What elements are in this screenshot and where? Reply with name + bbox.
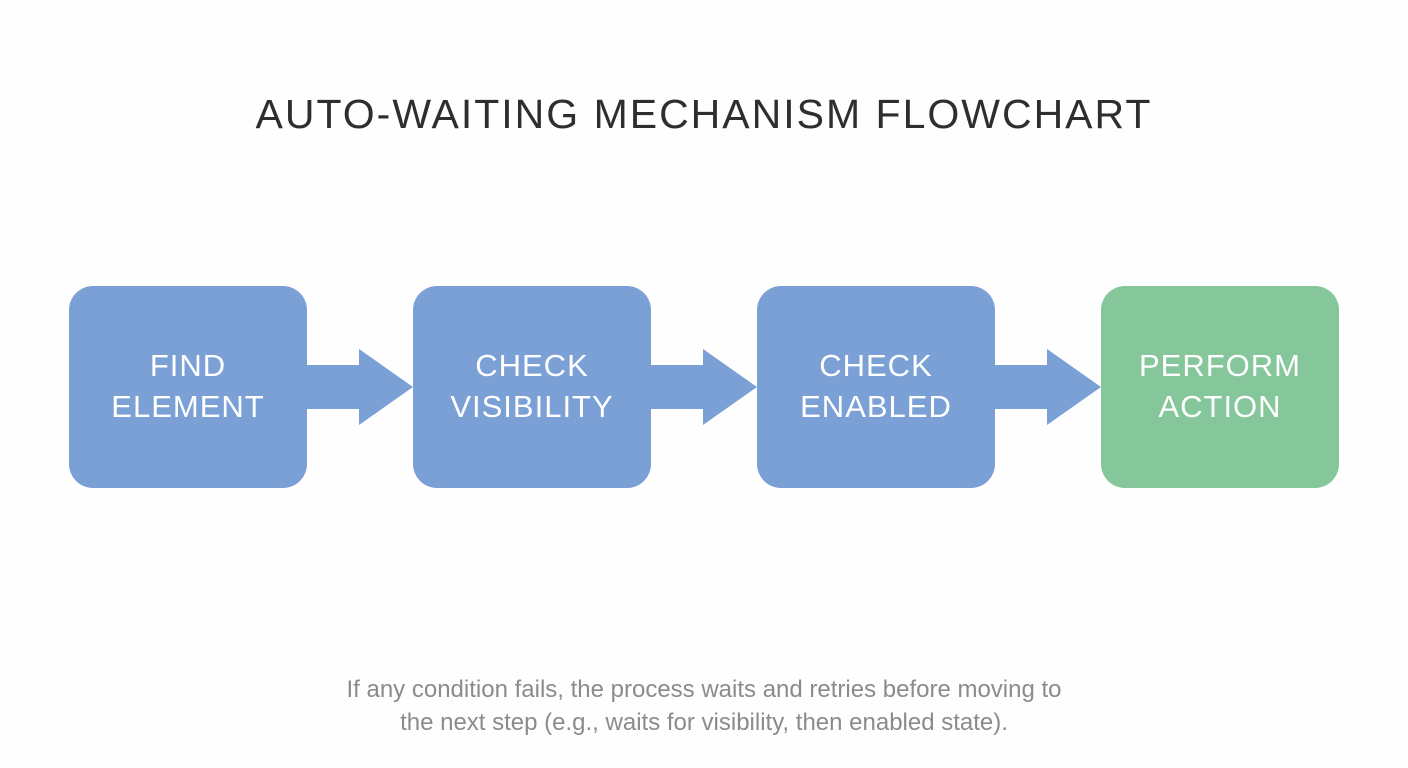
step-check-enabled: CHECK ENABLED (757, 286, 995, 488)
arrow-right-icon (995, 349, 1101, 425)
caption: If any condition fails, the process wait… (346, 676, 1062, 737)
arrow-right-icon (307, 349, 413, 425)
arrow-right-icon (651, 349, 757, 425)
step-check-visibility: CHECK VISIBILITY (413, 286, 651, 488)
flowchart: FIND ELEMENT CHECK VISIBILITY CHECK ENAB… (69, 286, 1339, 488)
step-perform-action: PERFORM ACTION (1101, 286, 1339, 488)
diagram-title: AUTO-WAITING MECHANISM FLOWCHART (255, 91, 1153, 138)
step-find-element: FIND ELEMENT (69, 286, 307, 488)
